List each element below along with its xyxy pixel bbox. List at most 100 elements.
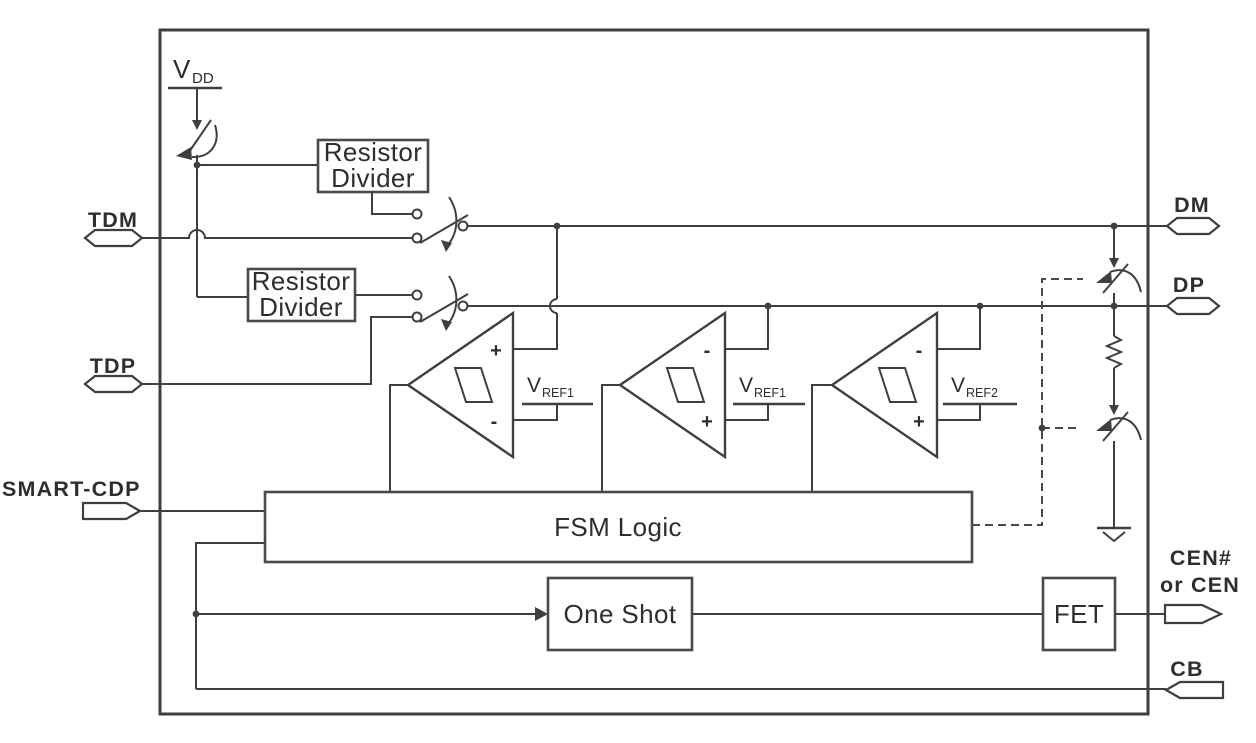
resistor-divider-bottom-box (246, 267, 357, 323)
vref2-label: V (951, 374, 965, 397)
dm-pin-label: DM (1174, 193, 1210, 217)
comparator-3: - + V REF2 (811, 306, 1017, 492)
comparator-1-plus-input-wire (513, 226, 558, 350)
feedback-wire (195, 542, 265, 689)
comparator-1-minus-input-wire (513, 404, 558, 421)
comparator-1-top-sign: + (490, 340, 502, 362)
dp-pin-symbol (1165, 296, 1221, 316)
comparator-1: + - V REF1 (389, 226, 593, 492)
comparator-3-minus-input-wire (937, 306, 981, 350)
one-shot-box (546, 576, 694, 652)
tdm-wire (142, 229, 413, 239)
dp-rail (467, 302, 1167, 310)
switch-blade (188, 119, 212, 153)
fet-label: FET (1054, 599, 1104, 629)
comparator-2: - + V REF1 (601, 306, 805, 492)
cen-pin-label-line2: or CEN (1160, 573, 1240, 597)
vref1-label: V (527, 374, 541, 397)
dm-pin-symbol (1165, 216, 1221, 236)
cen-pin-symbol (1163, 603, 1224, 625)
switch-blade (419, 214, 469, 244)
switch-actuation-arc (447, 275, 458, 325)
one-shot-input-arrowhead (535, 607, 548, 621)
comparator-2-output-wire (601, 384, 620, 492)
resistor-divider-top-line2: Divider (331, 163, 415, 193)
divider-top-output-wire (371, 192, 413, 215)
switch-actuation-arrowhead (441, 319, 452, 331)
fet-box (1041, 576, 1117, 652)
junction-dot (1038, 424, 1046, 432)
resistor-divider-bottom: Resistor Divider (246, 266, 423, 323)
hysteresis-icon (453, 367, 494, 403)
one-shot-label: One Shot (563, 599, 676, 629)
switch-blade (1102, 263, 1129, 294)
comparator-2-minus-input-wire (725, 306, 769, 350)
feedback-path (192, 542, 548, 689)
switch-blade (419, 293, 469, 323)
fsm-logic-box (263, 490, 974, 564)
pulldown-resistor-icon (1104, 335, 1124, 369)
resistor-divider-top-box (316, 138, 430, 194)
vref1-label: V (739, 374, 753, 397)
switch-actuation-arrowhead (1096, 271, 1112, 283)
cen-pin: CEN# or CEN (1160, 546, 1240, 625)
fet: FET (1041, 576, 1165, 652)
vref1-label-subscript: REF1 (754, 386, 786, 400)
switch-actuation-arrowhead (1096, 419, 1112, 431)
ground-icon (1097, 526, 1131, 543)
cb-pin-label: CB (1170, 657, 1203, 681)
switch-contact-arrowhead (1109, 405, 1119, 415)
comparator-3-bottom-sign: + (913, 411, 925, 433)
switch-common-contact (457, 300, 469, 312)
tdp-pin-label: TDP (90, 354, 137, 378)
tdm-pin-label: TDM (88, 208, 138, 232)
cb-pin: CB (196, 657, 1225, 700)
dm-pin: DM (1165, 193, 1221, 236)
cen-pin-label-line1: CEN# (1170, 546, 1232, 570)
comparator-3-plus-input-wire (937, 404, 981, 421)
switch-throw-contact (411, 311, 423, 323)
vdd-label: V (173, 54, 191, 84)
switch-contact-arrowhead (192, 120, 202, 130)
spdt-switch-dm (419, 196, 469, 252)
tdm-pin-symbol (83, 228, 144, 248)
fsm-logic: FSM Logic (263, 490, 974, 564)
smart-cdp-pin-label: SMART-CDP (2, 477, 141, 501)
dp-pin-label: DP (1173, 273, 1205, 297)
resistor-divider-bottom-line2: Divider (259, 292, 343, 322)
comparator-2-plus-input-wire (725, 404, 769, 421)
switch-throw-contact (411, 208, 423, 220)
pulldown-switch (1096, 405, 1142, 442)
switch-throw-contact (411, 289, 423, 301)
comparator-2-top-sign: - (704, 340, 711, 362)
comparator-2-bottom-sign: + (701, 411, 713, 433)
smart-cdp-pin-symbol (81, 501, 143, 521)
vref2-label-subscript: REF2 (966, 386, 998, 400)
resistor-divider-bottom-line1: Resistor (252, 266, 351, 296)
hysteresis-icon (877, 367, 918, 403)
switch-contact-arrowhead (1109, 258, 1119, 268)
ground-chevron (1102, 531, 1126, 543)
hysteresis-icon (665, 367, 706, 403)
switch-actuation-arrowhead (176, 147, 192, 160)
comparator-3-output-wire (811, 384, 832, 492)
tdp-pin-symbol (83, 374, 144, 394)
tdp-pin: TDP (83, 311, 423, 394)
switch-actuation-arc (1109, 417, 1142, 441)
switch-actuation-arrowhead (441, 240, 452, 252)
vdd-switch (176, 119, 218, 160)
spdt-switch-dp (419, 275, 469, 331)
switch-common-contact (457, 220, 469, 232)
switch-blade (1102, 411, 1129, 442)
dm-dp-short-switch (1096, 226, 1142, 306)
wire-hop (549, 298, 558, 314)
vdd-label-subscript: DD (192, 70, 214, 87)
tdp-wire (142, 316, 413, 385)
dp-pin: DP (1165, 273, 1221, 316)
smart-cdp-pin: SMART-CDP (2, 477, 265, 521)
switch-throw-contact (411, 232, 423, 244)
vref1-label-subscript: REF1 (542, 386, 574, 400)
comparator-1-bottom-sign: - (491, 411, 498, 433)
